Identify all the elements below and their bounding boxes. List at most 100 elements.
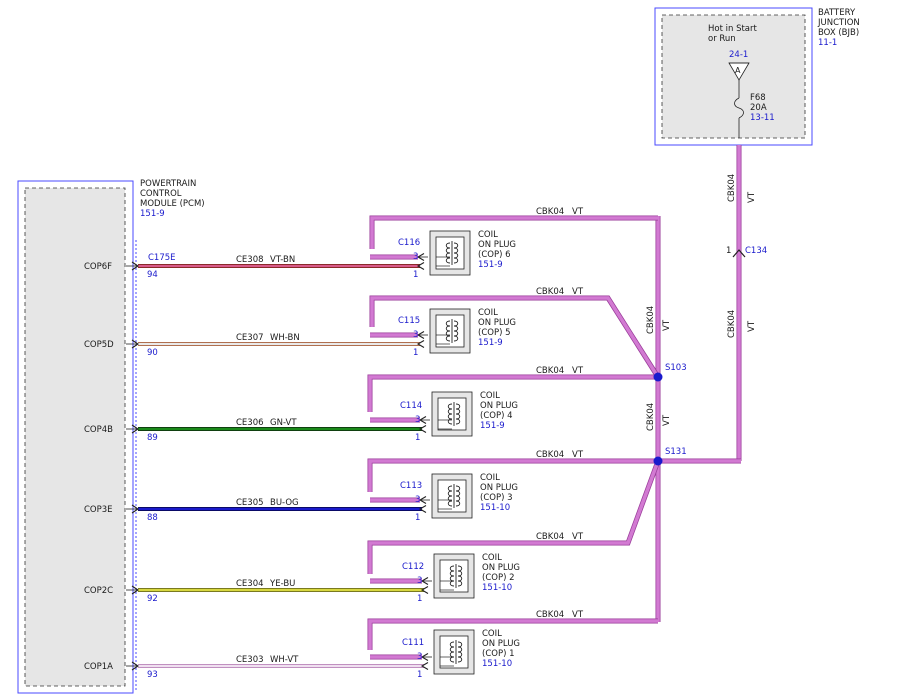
pcm-pin-number: 93 xyxy=(147,670,158,680)
circuit-color: WH-VT xyxy=(270,655,299,665)
coil-name-line: (COP) 2 xyxy=(482,573,515,583)
coil-pin-3: 3 xyxy=(417,652,422,662)
coil-signal-arrow-icon xyxy=(416,340,425,348)
coil-winding-icon xyxy=(449,641,455,663)
coil-pin-1: 1 xyxy=(417,594,422,604)
branch-color: VT xyxy=(572,287,584,297)
pcm-pin-number: 94 xyxy=(147,270,158,280)
fuse-icon xyxy=(734,97,744,119)
bjb-connector-label: 24-1 xyxy=(729,50,748,60)
s103-bus-color: VT xyxy=(662,319,672,331)
coil-winding-icon xyxy=(449,565,455,587)
coil-name-line: COIL xyxy=(478,308,498,318)
coil-connector-label: C113 xyxy=(400,481,422,491)
c134-label: C134 xyxy=(745,246,767,256)
coil-pin-3: 3 xyxy=(415,415,420,425)
coil-signal-arrow-icon xyxy=(418,425,427,433)
pcm-title-1: POWERTRAIN xyxy=(140,179,196,189)
coil-pin-3: 3 xyxy=(413,252,418,262)
circuit-id: CE304 xyxy=(236,579,264,589)
coil-pin-3: 3 xyxy=(415,495,420,505)
coil-name-line: (COP) 1 xyxy=(482,649,515,659)
pcm-pin-label: COP3E xyxy=(84,505,113,515)
pcm-pin-label: COP6F xyxy=(84,262,112,272)
violet-supply-network xyxy=(367,145,742,650)
branch-color: VT xyxy=(572,610,584,620)
coil-name-line: COIL xyxy=(480,391,500,401)
circuit-id: CE306 xyxy=(236,418,264,428)
splice-s103-label: S103 xyxy=(665,363,687,373)
pcm-ref: 151-9 xyxy=(140,209,165,219)
branch-circuit: CBK04 xyxy=(536,207,564,217)
coil-name-line: (COP) 6 xyxy=(478,250,511,260)
circuit-id: CE303 xyxy=(236,655,264,665)
pcm-pin-label: COP4B xyxy=(84,425,113,435)
coil-pin-1: 1 xyxy=(415,513,420,523)
coil-name-line: ON PLUG xyxy=(480,483,518,493)
coil-pin-3: 3 xyxy=(413,330,418,340)
coil-pin-1: 1 xyxy=(413,348,418,358)
coil-name-line: ON PLUG xyxy=(478,240,516,250)
coil-pin-1: 1 xyxy=(417,670,422,680)
coil-ref: 151-10 xyxy=(480,503,510,513)
bjb-pin-label: A xyxy=(735,66,741,75)
coil-connector-label: C114 xyxy=(400,401,422,411)
pcm-module: POWERTRAIN CONTROL MODULE (PCM) 151-9 C1… xyxy=(17,179,205,694)
feed-upper-color: VT xyxy=(747,191,757,203)
feed-upper-circuit: CBK04 xyxy=(727,174,737,202)
fuse-ref: 13-11 xyxy=(750,113,775,123)
bjb-title-1: BATTERY xyxy=(818,8,856,18)
branch-color: VT xyxy=(572,207,584,217)
bjb-hot-line-2: or Run xyxy=(708,34,736,44)
fuse-label: F68 xyxy=(750,93,766,103)
circuit-id: CE305 xyxy=(236,498,264,508)
branch-circuit: CBK04 xyxy=(536,610,564,620)
coil-name-line: (COP) 4 xyxy=(480,411,513,421)
coil-signal-arrow-icon xyxy=(418,505,427,513)
pcm-pin-number: 92 xyxy=(147,594,158,604)
coil-ref: 151-9 xyxy=(478,260,503,270)
branch-circuit: CBK04 xyxy=(536,450,564,460)
coil-connector-label: C111 xyxy=(402,638,424,648)
coil-ref: 151-9 xyxy=(480,421,505,431)
coil-name-line: ON PLUG xyxy=(478,318,516,328)
coil-connector-label: C116 xyxy=(398,238,420,248)
pcm-pin-label: COP1A xyxy=(84,662,113,672)
circuit-color: BU-OG xyxy=(270,498,299,508)
bjb-hot-line-1: Hot in Start xyxy=(708,24,758,34)
coil-pin-1: 1 xyxy=(415,433,420,443)
coil-name-line: COIL xyxy=(480,473,500,483)
splice-s131 xyxy=(653,456,663,466)
circuit-color: VT-BN xyxy=(270,255,295,265)
s103-bus-circuit: CBK04 xyxy=(646,306,656,334)
coil-winding-icon xyxy=(447,485,453,507)
coil-winding-icon xyxy=(445,320,451,342)
coil-name-line: COIL xyxy=(482,553,502,563)
bjb-ref: 11-1 xyxy=(818,38,837,48)
branch-circuit: CBK04 xyxy=(536,532,564,542)
circuit-id: CE307 xyxy=(236,333,264,343)
branch-circuit: CBK04 xyxy=(536,366,564,376)
pcm-pin-label: COP5D xyxy=(84,340,114,350)
bjb-title-3: BOX (BJB) xyxy=(818,28,859,38)
coil-name-line: (COP) 5 xyxy=(478,328,511,338)
pcm-pin-label: COP2C xyxy=(84,586,113,596)
branch-color: VT xyxy=(572,366,584,376)
bjb-module: Hot in Start or Run 24-1 A F68 20A 13-11… xyxy=(654,7,860,146)
coil-name-line: ON PLUG xyxy=(482,639,520,649)
pcm-pin-number: 88 xyxy=(147,513,158,523)
c134-chevron-icon xyxy=(732,249,746,258)
circuit-color: WH-BN xyxy=(270,333,300,343)
c134-pin: 1 xyxy=(726,246,731,256)
coil-name-line: COIL xyxy=(478,230,498,240)
coil-signal-arrow-icon xyxy=(420,586,429,594)
feed-lower-color: VT xyxy=(747,320,757,332)
branch-color: VT xyxy=(572,532,584,542)
coil-signal-arrow-icon xyxy=(420,662,429,670)
coil-connector-label: C115 xyxy=(398,316,420,326)
